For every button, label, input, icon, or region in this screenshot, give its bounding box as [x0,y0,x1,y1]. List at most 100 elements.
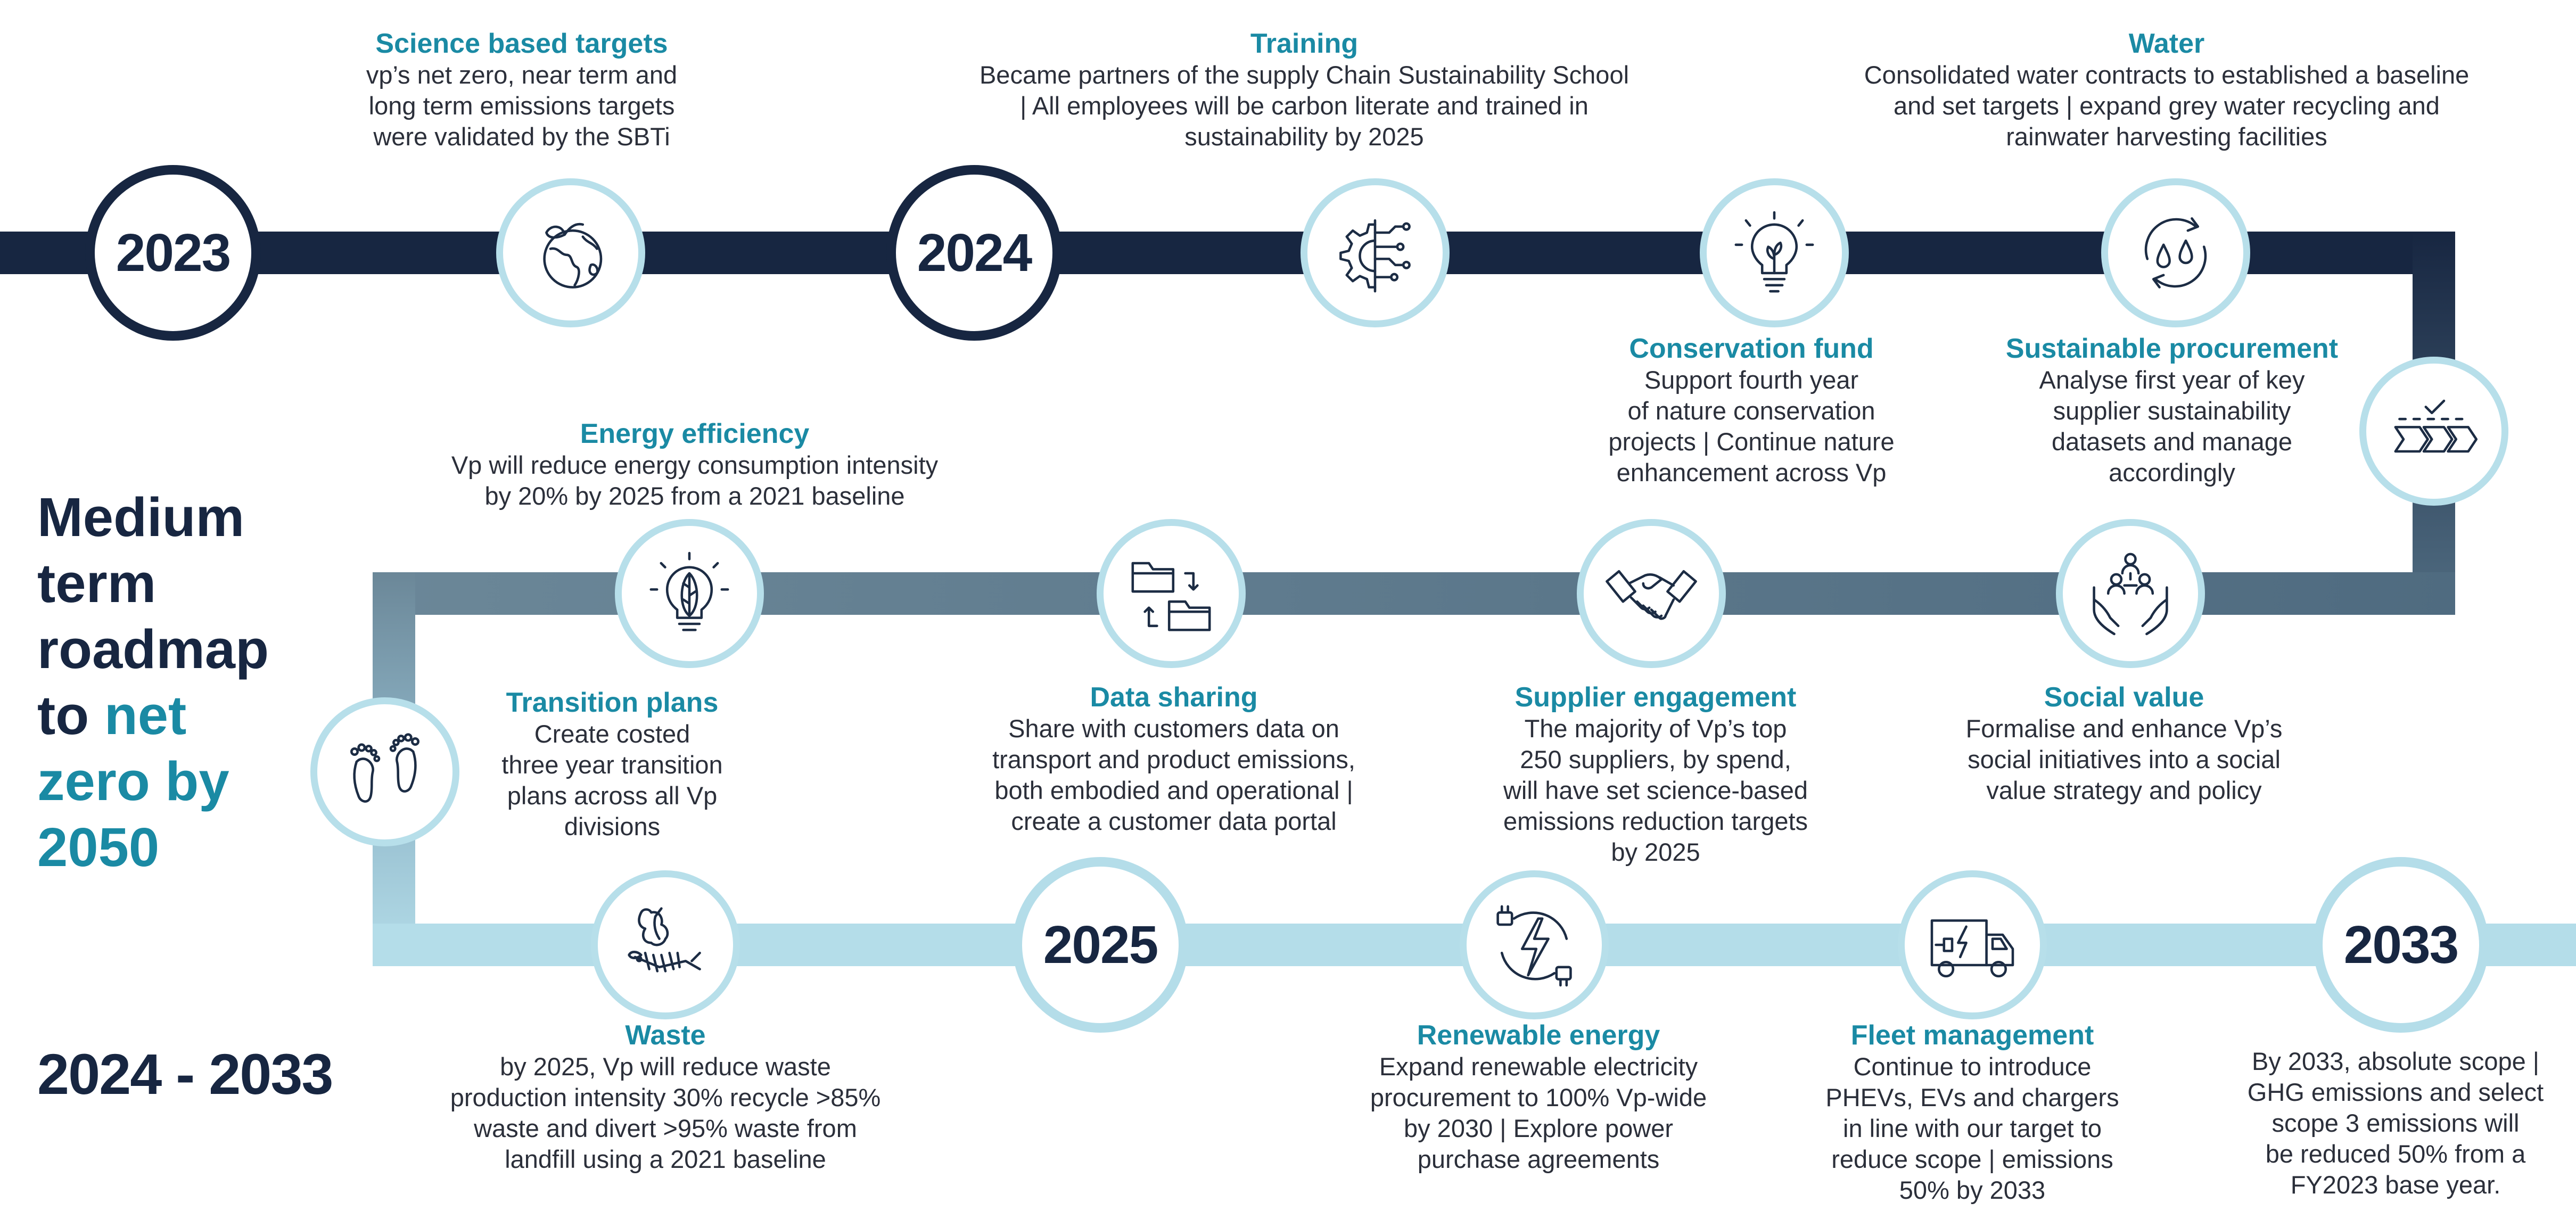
year-2025-circle: 2025 [1013,857,1188,1033]
milestone-social: Social value Formalise and enhance Vp’s … [1938,681,2310,806]
milestone-procurement-title: Sustainable procurement [2005,333,2339,364]
milestone-transition-line-4: divisions [564,812,661,841]
milestone-energy-line-2: by 20% by 2025 from a 2021 baseline [484,482,905,510]
milestone-renewable-line-4: purchase agreements [1417,1145,1660,1173]
year-2023-label: 2023 [116,223,231,283]
title-line-4: to net [37,682,314,748]
milestone-water-line-3: rainwater harvesting facilities [2006,122,2327,151]
milestone-fleet-line-4: reduce scope | emissions [1831,1145,2113,1173]
milestone-procurement-line-3: datasets and manage [2051,427,2293,456]
lightbulb-icon [1700,178,1849,327]
milestone-water: Water Consolidated water contracts to es… [1799,28,2534,152]
milestone-science-title: Science based targets [375,28,668,59]
milestone-procurement-line-4: accordingly [2109,458,2235,487]
milestone-fleet-line-1: Continue to introduce [1853,1052,2092,1081]
milestone-science-line-1: vp’s net zero, near term and [366,61,678,89]
track-row-1 [0,232,2455,274]
milestone-fleet-line-5: 50% by 2033 [1899,1176,2046,1204]
title-line-5: zero by [37,751,229,812]
milestone-conservation: Conservation fund Support fourth year of… [1576,333,1927,488]
milestone-renewable-title: Renewable energy [1417,1020,1660,1051]
milestone-transition-line-2: three year transition [501,751,723,779]
year-2023-circle: 2023 [85,165,261,341]
year-2033-circle: 2033 [2313,857,2489,1033]
milestone-supplier-title: Supplier engagement [1515,682,1797,713]
milestone-fleet: Fleet management Continue to introduce P… [1821,1019,2124,1206]
milestone-final-line-2: GHG emissions and select [2247,1078,2544,1106]
milestone-data: Data sharing Share with customers data o… [953,681,1395,837]
milestone-social-line-1: Formalise and enhance Vp’s [1965,714,2283,743]
milestone-transition-title: Transition plans [506,687,719,718]
milestone-training-title: Training [1250,28,1359,59]
milestone-energy: Energy efficiency Vp will reduce energy … [405,418,985,512]
milestone-final-line-3: scope 3 emissions will [2272,1109,2520,1137]
milestone-final-line-5: FY2023 base year. [2290,1171,2501,1199]
milestone-renewable: Renewable energy Expand renewable electr… [1352,1019,1725,1175]
electric-truck-icon [1898,870,2047,1019]
milestone-conservation-line-3: projects | Continue nature [1608,427,1895,456]
milestone-social-title: Social value [2044,682,2204,713]
earth-leaf-icon [496,178,645,327]
title-line-4-b: net [104,685,187,746]
footprints-icon [310,697,459,846]
folder-exchange-icon [1097,519,1246,668]
milestone-supplier: Supplier engagement The majority of Vp’s… [1480,681,1831,868]
milestone-final-line-4: be reduced 50% from a [2265,1140,2526,1168]
gear-circuit-icon [1301,178,1450,327]
milestone-supplier-line-1: The majority of Vp’s top [1524,714,1787,743]
title-line-3: roadmap [37,619,269,680]
milestone-fleet-line-2: PHEVs, EVs and chargers [1825,1083,2119,1111]
year-2024-circle: 2024 [886,165,1062,341]
milestone-training-line-3: sustainability by 2025 [1184,122,1424,151]
milestone-waste: Waste by 2025, Vp will reduce waste prod… [442,1019,889,1175]
milestone-data-line-4: create a customer data portal [1011,807,1337,835]
milestone-science-line-2: long term emissions targets [368,92,675,120]
milestone-water-line-2: and set targets | expand grey water recy… [1894,92,2440,120]
milestone-science: Science based targets vp’s net zero, nea… [319,28,724,152]
title-line-6: 2050 [37,817,160,878]
milestone-transition-line-1: Create costed [534,720,690,748]
milestone-conservation-line-1: Support fourth year [1644,366,1859,394]
title-line-4-a: to [37,685,89,746]
milestone-training-line-1: Became partners of the supply Chain Sust… [979,61,1629,89]
milestone-water-title: Water [2128,28,2205,59]
milestone-supplier-line-4: emissions reduction targets [1503,807,1808,835]
milestone-supplier-line-2: 250 suppliers, by spend, [1520,745,1791,773]
milestone-social-line-3: value strategy and policy [1986,776,2262,804]
milestone-procurement-line-1: Analyse first year of key [2039,366,2305,394]
milestone-science-line-3: were validated by the SBTi [373,122,670,151]
milestone-energy-title: Energy efficiency [580,418,810,449]
milestone-data-line-3: both embodied and operational | [994,776,1353,804]
fish-bone-waste-icon [591,870,740,1019]
milestone-conservation-line-4: enhancement across Vp [1616,458,1887,487]
milestone-conservation-title: Conservation fund [1629,333,1874,364]
milestone-transition-line-3: plans across all Vp [507,781,718,810]
milestone-renewable-line-2: procurement to 100% Vp-wide [1370,1083,1707,1111]
title-line-1: Medium [37,487,245,548]
milestone-waste-line-3: waste and divert >95% waste from [474,1114,857,1142]
milestone-social-line-2: social initiatives into a social [1968,745,2281,773]
milestone-final-line-1: By 2033, absolute scope | [2251,1047,2540,1075]
hands-people-icon [2056,519,2205,668]
roadmap-title: Medium term roadmap to net zero by 2050 [37,484,314,880]
milestone-procurement: Sustainable procurement Analyse first ye… [1980,333,2364,488]
milestone-supplier-line-5: by 2025 [1611,838,1700,866]
leaf-bulb-icon [615,519,764,668]
milestone-data-title: Data sharing [1090,682,1258,713]
milestone-procurement-line-2: supplier sustainability [2053,397,2291,425]
milestone-waste-line-1: by 2025, Vp will reduce waste [500,1052,831,1081]
milestone-final: By 2033, absolute scope | GHG emissions … [2231,1046,2561,1200]
year-2033-label: 2033 [2343,915,2459,975]
year-2025-label: 2025 [1043,915,1158,975]
milestone-renewable-line-3: by 2030 | Explore power [1403,1114,1673,1142]
milestone-training: Training Became partners of the supply C… [900,28,1709,152]
milestone-waste-line-2: production intensity 30% recycle >85% [450,1083,881,1111]
milestone-data-line-1: Share with customers data on [1008,714,1339,743]
water-recycle-icon [2101,178,2250,327]
title-line-2: term [37,553,157,614]
milestone-waste-line-4: landfill using a 2021 baseline [505,1145,826,1173]
milestone-fleet-title: Fleet management [1850,1020,2094,1051]
milestone-energy-line-1: Vp will reduce energy consumption intens… [451,451,939,479]
milestone-water-line-1: Consolidated water contracts to establis… [1864,61,2470,89]
